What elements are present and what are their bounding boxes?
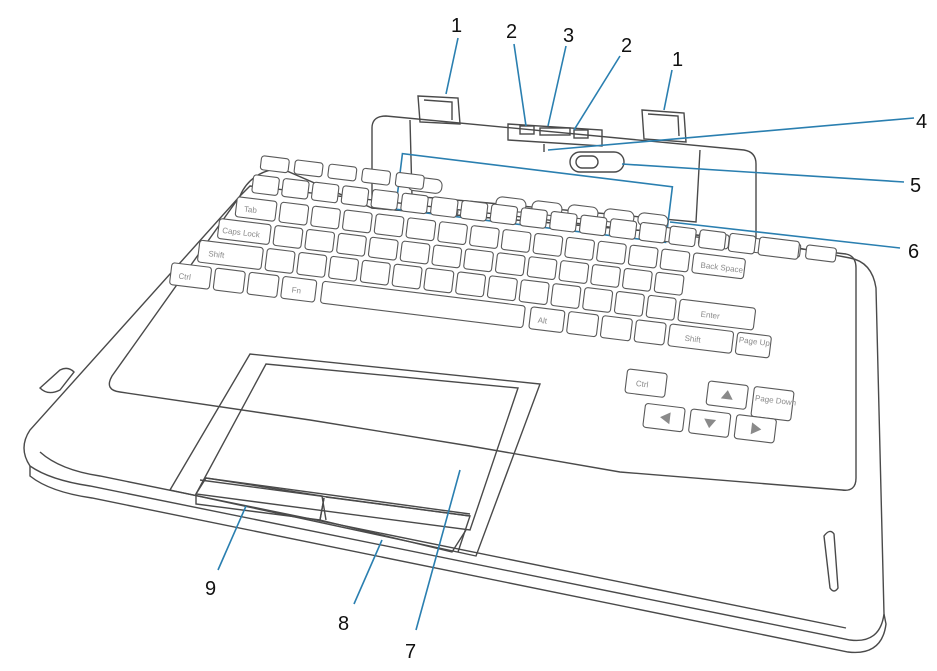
- right-shift-key: [667, 323, 735, 354]
- callout-1-right: 1: [672, 49, 683, 71]
- callout-3: 3: [563, 25, 574, 47]
- alignment-pin-right: [573, 129, 589, 139]
- page-up-key: [734, 331, 772, 359]
- leader-lines: [217, 37, 915, 631]
- fn-key: [280, 276, 318, 303]
- right-latch: [641, 109, 687, 143]
- left-ctrl-key-label: Ctrl: [178, 272, 192, 282]
- touchpad: [194, 363, 519, 531]
- callout-2-left: 2: [506, 21, 517, 43]
- enter-key-label: Enter: [700, 310, 720, 321]
- callout-8: 8: [338, 613, 349, 635]
- right-alt-key: [528, 306, 566, 333]
- callout-numbers: 1 2 3 2 1 4 5 6 7 8 9: [205, 15, 927, 663]
- left-shift-key: [197, 239, 264, 270]
- left-ctrl-key: [169, 262, 212, 290]
- key-rows: Tab Back Space Caps Lock: [169, 155, 837, 444]
- keyboard-body: [23, 167, 887, 654]
- callout-4: 4: [916, 111, 927, 133]
- enter-key: [677, 298, 757, 331]
- space-bar: [320, 280, 526, 329]
- backspace-key: [691, 252, 746, 280]
- alignment-pin-left: [519, 125, 535, 135]
- callout-6: 6: [908, 241, 919, 263]
- callout-9: 9: [205, 578, 216, 600]
- docking-cradle: [371, 95, 757, 241]
- callout-1-left: 1: [451, 15, 462, 37]
- callout-2-right: 2: [621, 35, 632, 57]
- page-up-key-label: Page Up: [738, 335, 771, 348]
- right-shift-key-label: Shift: [684, 334, 702, 345]
- touchpad-area: [168, 353, 541, 557]
- callout-7: 7: [405, 641, 416, 663]
- right-ctrl-key: [624, 368, 668, 398]
- callout-5: 5: [910, 175, 921, 197]
- tab-key: [234, 196, 278, 222]
- release-slider: [569, 151, 625, 173]
- connector-pins: [539, 127, 571, 136]
- right-alt-key-label: Alt: [537, 316, 548, 326]
- left-grip: [38, 367, 75, 394]
- left-latch: [417, 95, 461, 125]
- left-shift-key-label: Shift: [208, 249, 226, 260]
- right-grip: [823, 530, 839, 592]
- caps-lock-key: [217, 218, 272, 245]
- right-ctrl-key-label: Ctrl: [635, 379, 649, 389]
- fn-key-label: Fn: [291, 285, 301, 295]
- tab-key-label: Tab: [243, 205, 257, 216]
